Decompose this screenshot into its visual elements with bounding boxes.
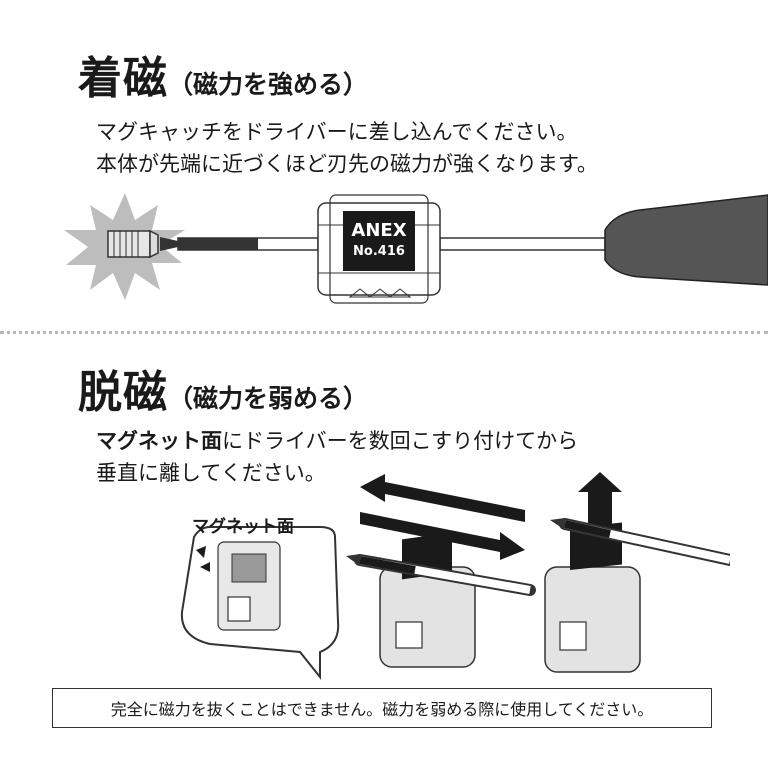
- brand-label: ANEX: [351, 220, 407, 241]
- speech-bubble: [180, 526, 340, 680]
- notice-box: 完全に磁力を抜くことはできません。磁力を弱める際に使用してください。: [52, 688, 712, 728]
- device-right: [544, 518, 730, 673]
- magnet-face-emphasis: マグネット面: [96, 429, 222, 453]
- section1-line-2: 本体が先端に近づくほど刃先の磁力が強くなります。: [96, 152, 598, 176]
- section1-heading: 着磁（磁力を強める）: [78, 42, 368, 106]
- section2-title: 脱磁: [78, 367, 168, 418]
- screw-icon: [107, 229, 159, 259]
- notice-text: 完全に磁力を抜くことはできません。磁力を弱める際に使用してください。: [110, 700, 654, 719]
- arrow-up-icon: [578, 472, 622, 527]
- section2-line-1-rest: にドライバーを数回こすり付けてから: [222, 429, 579, 453]
- section1-title: 着磁: [78, 53, 168, 104]
- screwdriver-shaft: [439, 237, 606, 251]
- magcatch-device: [317, 194, 441, 304]
- bubble-label: マグネット面: [192, 517, 294, 537]
- section2-subtitle: （磁力を弱める）: [168, 384, 369, 413]
- magnetize-illustration: [64, 193, 768, 304]
- screwdriver-bit: [160, 237, 319, 251]
- section1-subtitle: （磁力を強める）: [168, 70, 369, 99]
- section-divider: [0, 331, 768, 334]
- demagnetize-illustration: [180, 472, 730, 680]
- section2-line-1: マグネット面にドライバーを数回こすり付けてから: [96, 425, 578, 457]
- screwdriver-handle: [604, 194, 768, 286]
- device-middle: [346, 532, 536, 668]
- section2-line-2: 垂直に離してください。: [96, 461, 326, 485]
- model-label: No.416: [353, 244, 405, 259]
- section1-line-1: マグキャッチをドライバーに差し込んでください。: [96, 120, 578, 144]
- section2-heading: 脱磁（磁力を弱める）: [78, 356, 368, 420]
- arrow-left-icon: [360, 474, 525, 522]
